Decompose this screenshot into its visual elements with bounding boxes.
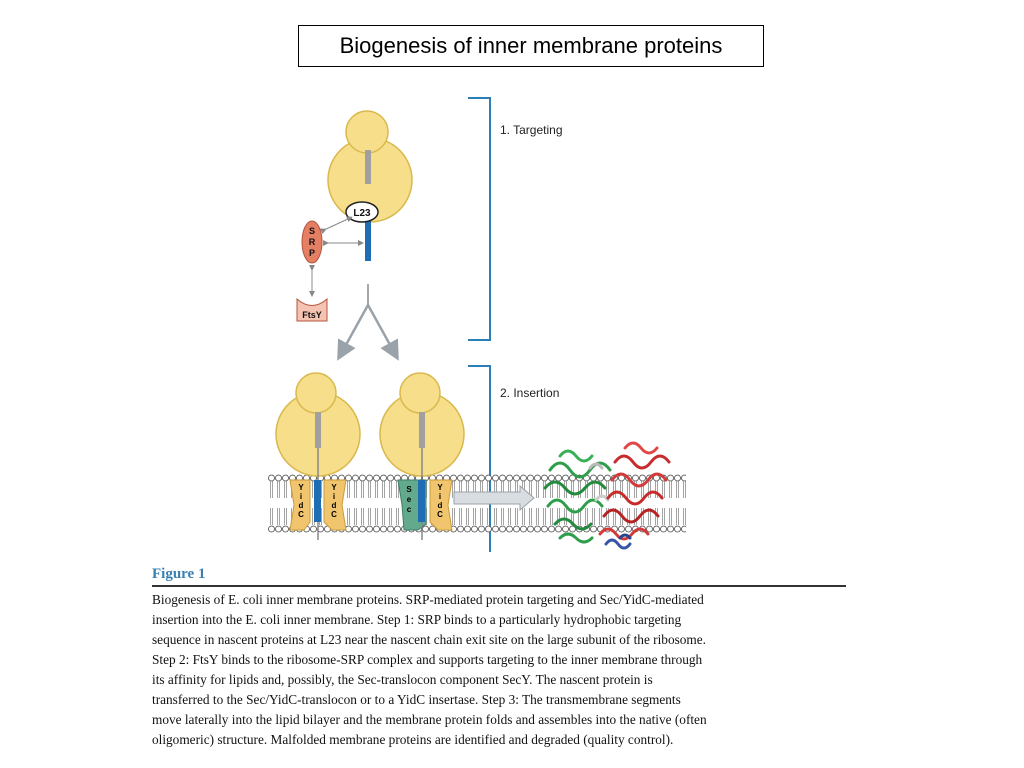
caption-line: insertion into the E. coli inner membran…	[152, 612, 682, 627]
ribosome-sec	[379, 372, 465, 482]
yidc-left-a: Y i d C	[289, 479, 311, 531]
folded-protein-structure	[543, 441, 671, 550]
l23-text: L23	[353, 208, 371, 219]
caption-line: oligomeric) structure. Malfolded membran…	[152, 732, 674, 747]
targeting-bracket	[468, 97, 491, 341]
l23-label: L23	[345, 201, 379, 223]
yidc-left-b: Y i d C	[323, 479, 347, 531]
yidc-lb-i: i	[333, 492, 335, 501]
yidc-r-c: C	[437, 510, 443, 519]
tm-segment-right	[418, 480, 425, 540]
lateral-arrow	[453, 484, 535, 512]
figure-caption: Biogenesis of E. coli inner membrane pro…	[152, 590, 852, 750]
yidc-la-c: C	[298, 510, 304, 519]
srp-letter-s: S	[309, 226, 315, 236]
yidc-la-y: Y	[298, 483, 304, 492]
yidc-lb-c: C	[331, 510, 337, 519]
srp-letter-p: P	[309, 248, 315, 258]
step-insertion-label: 2. Insertion	[500, 386, 559, 400]
nascent-chain-targeting	[365, 215, 371, 305]
caption-line: its affinity for lipids and, possibly, t…	[152, 672, 653, 687]
yidc-la-i: i	[300, 492, 302, 501]
srp-particle: S R P	[301, 220, 323, 264]
sec-c: c	[407, 505, 412, 514]
figure-divider	[152, 585, 846, 587]
caption-line: transferred to the Sec/YidC-translocon o…	[152, 692, 681, 707]
sec-e: e	[407, 495, 412, 504]
caption-line: sequence in nascent proteins at L23 near…	[152, 632, 706, 647]
caption-line: Step 2: FtsY binds to the ribosome-SRP c…	[152, 652, 703, 667]
sec-s: S	[406, 485, 412, 494]
yidc-lb-d: d	[332, 501, 337, 510]
yidc-r-i: i	[439, 492, 441, 501]
figure-label: Figure 1	[152, 566, 206, 582]
ribosome-targeting	[327, 110, 413, 223]
step-targeting-label: 1. Targeting	[500, 123, 563, 137]
slide-title: Biogenesis of inner membrane proteins	[298, 25, 764, 67]
yidc-lb-y: Y	[331, 483, 337, 492]
ribosome-yidc	[275, 372, 361, 482]
srp-letter-r: R	[309, 237, 316, 247]
ftsy-text: FtsY	[302, 310, 322, 320]
yidc-right: Y i d C	[429, 479, 453, 531]
yidc-la-d: d	[299, 501, 304, 510]
caption-line: move laterally into the lipid bilayer an…	[152, 712, 707, 727]
ftsy-receptor: FtsY	[296, 297, 328, 322]
srp-arrows	[309, 216, 364, 297]
yidc-r-y: Y	[437, 483, 443, 492]
caption-line: Biogenesis of E. coli inner membrane pro…	[152, 592, 704, 607]
biogenesis-diagram: 1. Targeting 2. Insertion L23 S R P FtsY	[268, 97, 686, 552]
branch-arrows	[337, 304, 399, 361]
tm-segment-left	[314, 480, 321, 540]
yidc-r-d: d	[438, 501, 443, 510]
